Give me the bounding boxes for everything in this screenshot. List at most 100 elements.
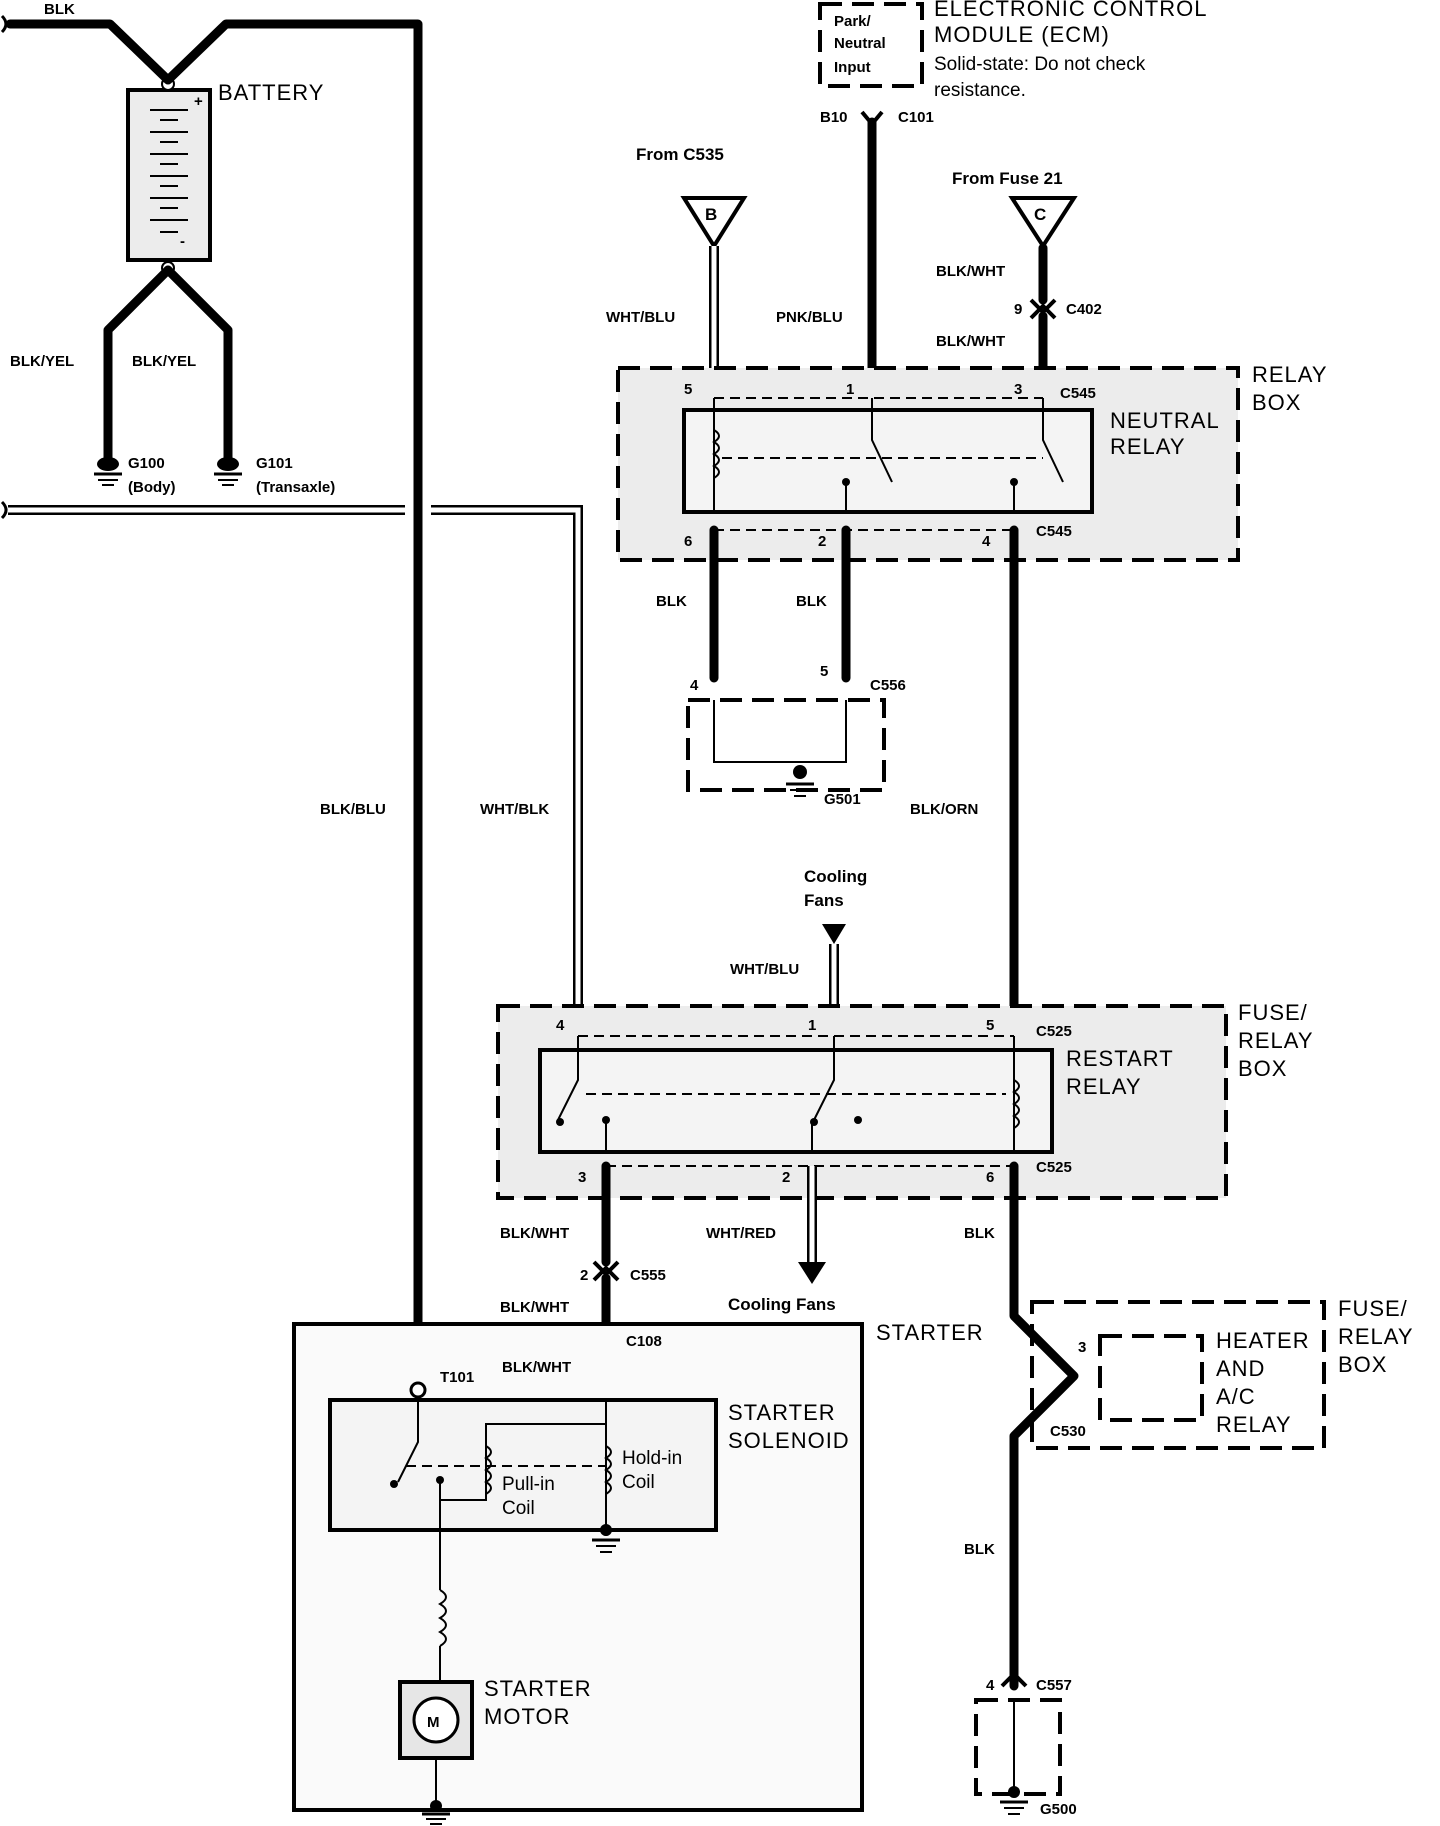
c402-pin-label: 9 (1014, 301, 1022, 318)
battery-ground-wire-right-label: BLK/YEL (132, 353, 196, 370)
neutral-relay-pin-5: 5 (684, 381, 692, 398)
c555-connector-label: C555 (630, 1267, 666, 1284)
restart-relay-label-line2: RELAY (1066, 1074, 1142, 1099)
starter-solenoid-internals (390, 1398, 612, 1530)
fuse-relay-box-heater-line3: BOX (1338, 1352, 1387, 1377)
neutral-relay-pin-3: 3 (1014, 381, 1022, 398)
ground-starter-motor (422, 1800, 450, 1825)
relay-box (616, 366, 1240, 562)
ground-g100-label: G100 (128, 455, 165, 472)
blk-wire-pin6-restart (1009, 1161, 1079, 1691)
ecm-park-neutral-input-box (818, 2, 924, 88)
heater-relay-line2: AND (1216, 1356, 1265, 1381)
source-b-letter: B (705, 205, 717, 224)
blk-wire-label-4: BLK (964, 1541, 995, 1558)
svg-text:+: + (194, 93, 203, 110)
starter-motor-symbol: M (427, 1714, 440, 1731)
fuse-relay-box-heater-line1: FUSE/ (1338, 1296, 1408, 1321)
c530-connector-label: C530 (1050, 1423, 1086, 1440)
neutral-relay-pin-6: 6 (684, 533, 692, 550)
neutral-relay-pin-1: 1 (846, 381, 854, 398)
battery-feed-wire-label: BLK (44, 1, 75, 18)
cooling-fans-top-arrow (822, 924, 846, 944)
heater-ac-relay-box (1098, 1334, 1204, 1422)
neutral-relay-label-line2: RELAY (1110, 434, 1186, 459)
ground-g101-label: G101 (256, 455, 293, 472)
t101-terminal-label: T101 (440, 1369, 474, 1386)
restart-relay-pin-4: 4 (556, 1017, 565, 1034)
c556-pin4-label: 4 (690, 677, 699, 694)
blk-blu-wire-label: BLK/BLU (320, 801, 386, 818)
ecm-input-line3: Input (834, 59, 871, 76)
starter-label: STARTER (876, 1320, 984, 1345)
svg-text:-: - (180, 233, 185, 250)
fuse-relay-box-restart-line1: FUSE/ (1238, 1000, 1308, 1025)
blk-wht-wire-label-3: BLK/WHT (500, 1225, 569, 1242)
battery-ground-wire-left (103, 265, 173, 463)
ground-g101 (214, 457, 242, 486)
restart-relay-label-line1: RESTART (1066, 1046, 1174, 1071)
neutral-relay-internals (712, 398, 1064, 531)
cooling-fans-bottom-label: Cooling Fans (728, 1295, 836, 1314)
pull-in-coil-line1: Pull-in (502, 1474, 555, 1495)
ground-g501 (786, 765, 814, 797)
cooling-fans-top-line2: Fans (804, 891, 844, 910)
neutral-relay (682, 408, 1094, 514)
blk-wht-wire-label-1: BLK/WHT (936, 263, 1005, 280)
ecm-input-line1: Park/ (834, 13, 872, 30)
ground-g100-note: (Body) (128, 479, 176, 496)
starter-solenoid-line2: SOLENOID (728, 1428, 850, 1453)
blk-wire-label-1: BLK (656, 593, 687, 610)
ground-g501-label: G501 (824, 791, 861, 808)
pull-in-coil-line2: Coil (502, 1498, 535, 1519)
c545-top-label: C545 (1060, 385, 1096, 402)
heater-relay-line1: HEATER (1216, 1328, 1310, 1353)
source-b-label: From C535 (636, 145, 724, 164)
c556-connector-label: C556 (870, 677, 906, 694)
hold-in-coil-line1: Hold-in (622, 1448, 682, 1469)
relay-box-label-line1: RELAY (1252, 362, 1328, 387)
restart-relay-pin-1: 1 (808, 1017, 816, 1034)
heater-relay-pin-label: 3 (1078, 1339, 1086, 1356)
blk-wht-wire-label-5: BLK/WHT (502, 1359, 571, 1376)
wht-blk-wire-label: WHT/BLK (480, 801, 549, 818)
ecm-pin-label: B10 (820, 109, 848, 126)
fuse-relay-box-restart (496, 1004, 1228, 1200)
restart-relay (538, 1048, 1054, 1154)
battery-ground-wire-right (163, 265, 233, 463)
fuse-relay-box-restart-line3: BOX (1238, 1056, 1287, 1081)
blk-wht-wire-label-2: BLK/WHT (936, 333, 1005, 350)
ground-g101-note: (Transaxle) (256, 479, 335, 496)
c557-box (974, 1698, 1062, 1796)
ecm-note-line1: Solid-state: Do not check (934, 54, 1146, 75)
heater-relay-line4: RELAY (1216, 1412, 1292, 1437)
c556-pin5-label: 5 (820, 663, 828, 680)
c525-top-label: C525 (1036, 1023, 1072, 1040)
c525-bottom-label: C525 (1036, 1159, 1072, 1176)
fuse-relay-box-heater-line2: RELAY (1338, 1324, 1414, 1349)
starter-enclosure (292, 1322, 864, 1812)
ground-g100 (94, 457, 122, 486)
neutral-relay-label-line1: NEUTRAL (1110, 408, 1220, 433)
starter-solenoid-line1: STARTER (728, 1400, 836, 1425)
starter-motor-line2: MOTOR (484, 1704, 570, 1729)
cooling-fans-top-line1: Cooling (804, 867, 867, 886)
wht-blk-wire (8, 505, 583, 1030)
cooling-fans-bottom-arrow (798, 1262, 826, 1284)
c108-connector-label: C108 (626, 1333, 662, 1350)
restart-relay-pin-2: 2 (782, 1169, 790, 1186)
battery-feed-wire (5, 19, 423, 1385)
heater-relay-line3: A/C (1216, 1384, 1256, 1409)
source-c-label: From Fuse 21 (952, 169, 1063, 188)
restart-relay-pin-6: 6 (986, 1169, 994, 1186)
hold-in-coil-line2: Coil (622, 1472, 655, 1493)
neutral-relay-pin-2: 2 (818, 533, 826, 550)
battery-label: BATTERY (218, 80, 324, 105)
blk-wire-label-2: BLK (796, 593, 827, 610)
blk-orn-wire-label: BLK/ORN (910, 801, 978, 818)
wht-blu-wire-label: WHT/BLU (606, 309, 675, 326)
ecm-input-line2: Neutral (834, 35, 886, 52)
ecm-title-line1: ELECTRONIC CONTROL (934, 0, 1207, 21)
ground-g500 (1000, 1786, 1028, 1815)
